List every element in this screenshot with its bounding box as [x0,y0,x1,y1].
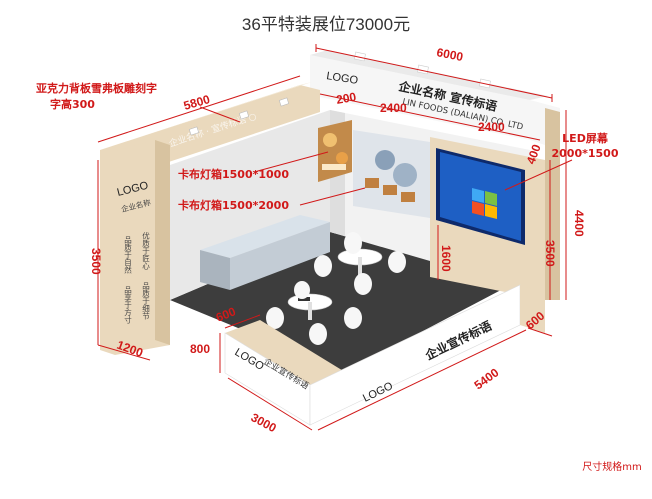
dim-counter-800: 800 [190,342,210,356]
table-set-2 [266,281,362,345]
column-slogan-2: 品质于自然 [123,236,132,275]
dim-bottom-5400: 5400 [472,365,502,392]
dimension-lines [97,44,573,431]
callout-led: LED屏幕 [562,131,609,145]
dim-gap-200: 200 [335,90,357,107]
left-column [100,140,170,355]
callout-lightbox-a: 卡布灯箱1500*1000 [178,167,289,181]
freezer-cabinets [200,215,330,290]
callout-acrylic-height: 字高300 [50,97,95,111]
left-column-side [155,140,170,345]
dim-bottom-3000: 3000 [249,410,279,435]
dim-left-height: 3500 [89,248,103,275]
column-slogan-1: 优质于匠心 [141,231,150,270]
booth-title: 36平特装展位73000元 [242,15,410,34]
right-wood-panel-edge [545,108,560,300]
dim-right-400: 400 [524,142,544,166]
header-logo: LOGO [326,70,360,87]
lightbox-small [318,120,352,182]
column-slogan-3: 品质于细节 [141,282,150,321]
unit-note: 尺寸规格mm [582,460,641,473]
counter-top-left [225,320,345,385]
callout-acrylic: 亚克力背板雪弗板雕刻字 [36,81,157,95]
beam-spotlights [188,97,290,136]
dim-seg-2400-b: 2400 [478,120,505,134]
callout-led-size: 2000*1500 [552,147,619,160]
header-band [310,55,560,150]
table-set-1 [314,232,406,295]
led-screen [436,148,525,245]
callout-lightbox-b: 卡布灯箱1500*2000 [178,198,289,212]
dim-panel-1600: 1600 [439,245,453,272]
counter-end [520,285,545,333]
dim-top-width: 6000 [435,45,464,64]
column-slogan-4: 品享于方寸 [123,286,132,324]
dim-right-3500: 3500 [543,240,557,267]
lightbox-large [353,130,430,218]
dim-seg-2400-a: 2400 [380,101,407,115]
dim-right-4400: 4400 [572,210,586,237]
